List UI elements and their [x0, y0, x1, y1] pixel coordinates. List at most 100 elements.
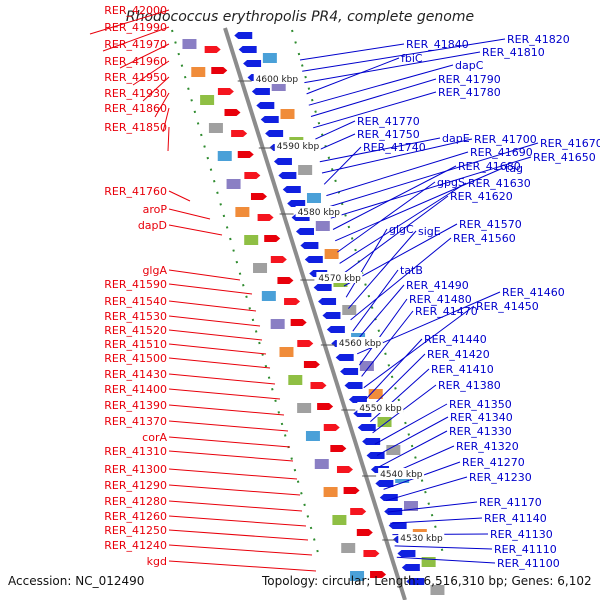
left-leader-line: [142, 76, 170, 102]
gene-label-right[interactable]: RER_41630: [468, 177, 531, 190]
gene-label-right[interactable]: RER_41820: [507, 33, 570, 46]
gene-label-left[interactable]: RER_41500: [104, 352, 167, 365]
gene-label-right[interactable]: RER_41420: [427, 348, 490, 361]
gene-label-right[interactable]: tag: [505, 162, 523, 175]
gene-label-right[interactable]: fbiC: [401, 52, 423, 65]
gene-label-right[interactable]: RER_41470: [415, 305, 478, 318]
gene-label-left[interactable]: RER_41430: [104, 368, 167, 381]
gene-label-right[interactable]: dapC: [455, 59, 484, 72]
scale-label-bg: [378, 468, 425, 479]
gene-label-left[interactable]: RER_41860: [104, 102, 167, 115]
gene-label-right[interactable]: RER_41330: [449, 425, 512, 438]
gene-feature-reverse: [282, 186, 301, 193]
gene-label-left[interactable]: RER_41370: [104, 415, 167, 428]
gene-label-left[interactable]: dapD: [138, 219, 167, 232]
gene-label-left[interactable]: RER_41300: [104, 463, 167, 476]
gene-label-left[interactable]: RER_41990: [104, 21, 167, 34]
gene-feature-forward: [303, 361, 320, 368]
gene-label-right[interactable]: glgC: [389, 223, 414, 236]
gene-label-right[interactable]: RER_41650: [533, 151, 596, 164]
gene-label-right[interactable]: RER_41670: [540, 137, 600, 150]
gene-label-left[interactable]: RER_41520: [104, 324, 167, 337]
gene-label-right[interactable]: RER_41560: [453, 232, 516, 245]
gene-feature-reverse: [296, 228, 314, 235]
right-leader-line: [372, 384, 437, 434]
gene-label-left[interactable]: RER_41310: [104, 445, 167, 458]
gene-feature-reverse: [238, 46, 257, 53]
gene-label-left[interactable]: RER_41850: [104, 121, 167, 134]
gene-label-left[interactable]: glgA: [142, 264, 167, 277]
gene-label-right[interactable]: RER_41170: [479, 496, 542, 509]
right-leader-line: [341, 195, 449, 276]
gene-label-right[interactable]: tatB: [400, 264, 423, 277]
gene-label-right[interactable]: RER_41490: [406, 279, 469, 292]
gene-label-right[interactable]: RER_41440: [424, 333, 487, 346]
gene-label-right[interactable]: RER_41410: [431, 363, 494, 376]
gene-feature-forward: [336, 466, 353, 473]
gene-label-right[interactable]: RER_41270: [462, 456, 525, 469]
gene-label-right[interactable]: RER_41110: [494, 543, 557, 556]
gene-label-right[interactable]: RER_41780: [438, 86, 501, 99]
left-leader-line: [168, 269, 241, 281]
gene-label-right[interactable]: RER_41480: [409, 293, 472, 306]
gene-label-right[interactable]: RER_41810: [482, 46, 545, 59]
gene-label-left[interactable]: RER_41290: [104, 479, 167, 492]
scale-label: 4530 kbp: [400, 534, 443, 544]
cog-box-left: [208, 123, 223, 133]
gene-label-left[interactable]: RER_42000: [104, 4, 167, 17]
gene-label-left[interactable]: RER_41950: [104, 71, 167, 84]
gene-label-left[interactable]: RER_41250: [104, 524, 167, 537]
scale-label-bg: [357, 402, 404, 413]
gene-label-left[interactable]: RER_41510: [104, 338, 167, 351]
gene-label-right[interactable]: RER_41790: [438, 73, 501, 86]
gene-label-left[interactable]: RER_41960: [104, 55, 167, 68]
gene-label-left[interactable]: RER_41530: [104, 310, 167, 323]
gene-label-left[interactable]: RER_41400: [104, 383, 167, 396]
gene-label-left[interactable]: RER_41760: [104, 185, 167, 198]
gene-label-left[interactable]: RER_41590: [104, 278, 167, 291]
gene-label-left[interactable]: corA: [142, 431, 167, 444]
gene-label-left[interactable]: RER_41260: [104, 510, 167, 523]
gene-label-right[interactable]: RER_41740: [363, 141, 426, 154]
cog-box-left: [235, 207, 250, 217]
gene-label-left[interactable]: RER_41930: [104, 87, 167, 100]
gene-label-right[interactable]: RER_41770: [357, 115, 420, 128]
gene-label-right[interactable]: gpgS: [437, 176, 465, 189]
gene-label-right[interactable]: RER_41340: [450, 411, 513, 424]
gene-label-right[interactable]: RER_41570: [459, 218, 522, 231]
gene-label-left[interactable]: RER_41280: [104, 495, 167, 508]
gene-label-right[interactable]: RER_41840: [406, 38, 469, 51]
gene-label-right[interactable]: RER_41230: [469, 471, 532, 484]
gene-label-right[interactable]: RER_41700: [474, 133, 537, 146]
gene-label-left[interactable]: RER_41970: [104, 38, 167, 51]
gene-label-right[interactable]: RER_41460: [502, 286, 565, 299]
gene-label-right[interactable]: RER_41380: [438, 379, 501, 392]
gene-label-right[interactable]: RER_41680: [458, 160, 521, 173]
gene-label-right[interactable]: RER_41450: [476, 300, 539, 313]
gene-label-right[interactable]: dapE: [442, 132, 470, 145]
gene-feature-reverse: [357, 424, 376, 431]
gene-label-left[interactable]: kgd: [147, 555, 167, 568]
left-leader-line: [168, 190, 191, 202]
gene-label-right[interactable]: RER_41100: [497, 557, 560, 570]
gene-label-right[interactable]: RER_41320: [456, 440, 519, 453]
gene-label-left[interactable]: RER_41390: [104, 399, 167, 412]
left-leader-line: [168, 484, 301, 496]
right-leader-line: [337, 181, 436, 253]
gene-label-left[interactable]: RER_41240: [104, 539, 167, 552]
left-leader-line: [168, 450, 294, 462]
gene-label-left[interactable]: RER_41540: [104, 295, 167, 308]
left-leader-line: [168, 357, 271, 369]
cog-box-right: [280, 109, 295, 119]
right-leader-line: [323, 146, 362, 185]
scale-label-bg: [398, 532, 445, 543]
gene-label-right[interactable]: RER_41140: [484, 512, 547, 525]
gene-label-right[interactable]: RER_41130: [490, 528, 553, 541]
left-leader-line: [168, 500, 303, 512]
gene-label-right[interactable]: sigE: [418, 225, 441, 238]
gene-label-right[interactable]: RER_41750: [357, 128, 420, 141]
gene-label-right[interactable]: RER_41350: [449, 398, 512, 411]
gene-label-right[interactable]: RER_41620: [450, 190, 513, 203]
gene-label-left[interactable]: aroP: [143, 203, 168, 216]
cog-box-left: [332, 515, 347, 525]
